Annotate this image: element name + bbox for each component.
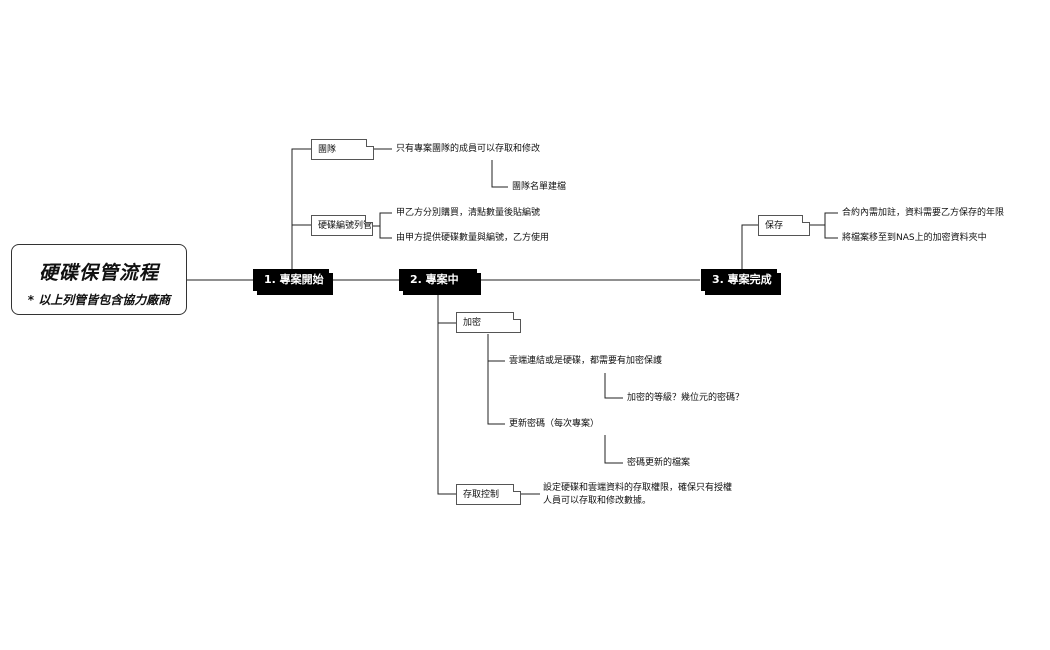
node-access-control[interactable]: 存取控制 [456,484,521,505]
disk-note-b: 由甲方提供硬碟數量與編號，乙方使用 [396,233,550,243]
encrypt-level: 加密的等級？幾位元的密碼？ [627,393,745,403]
stage-project-done[interactable]: 3. 專案完成 [701,269,781,295]
encrypt-cloud: 雲端連結或是硬碟，都需要有加密保護 [509,356,663,366]
node-encryption[interactable]: 加密 [456,312,521,333]
note-fold-icon [365,215,373,223]
node-team-label: 團隊 [318,145,337,155]
keep-note-b: 將檔案移至到NAS上的加密資料夾中 [842,233,987,243]
node-access-label: 存取控制 [463,490,500,500]
root-subtitle: * 以上列管皆包含協力廠商 [27,293,171,307]
stage-done-label: 3. 專案完成 [712,273,772,286]
note-fold-icon [513,312,521,320]
stage-start-label: 1. 專案開始 [264,273,324,286]
team-note: 只有專案團隊的成員可以存取和修改 [396,144,541,154]
note-fold-icon [366,139,374,147]
node-disk-label: 硬碟編號列管 [318,221,373,231]
node-team[interactable]: 團隊 [311,139,374,160]
access-line-2: 人員可以存取和修改數據。 [543,496,652,506]
stage-middle-label: 2. 專案中 [410,273,459,286]
encrypt-file: 密碼更新的檔案 [627,458,691,468]
note-fold-icon [802,215,810,223]
access-line-1: 設定硬碟和雲端資料的存取權限，確保只有授權 [543,483,733,493]
node-disk-numbering[interactable]: 硬碟編號列管 [311,215,373,236]
root-node[interactable]: 硬碟保管流程 * 以上列管皆包含協力廠商 [11,244,187,315]
node-keep-label: 保存 [765,221,784,231]
encrypt-update: 更新密碼（每次專案） [509,419,600,429]
team-roster: 團隊名單建檔 [512,182,567,192]
stage-project-start[interactable]: 1. 專案開始 [253,269,333,295]
stage-project-middle[interactable]: 2. 專案中 [399,269,481,295]
root-title: 硬碟保管流程 [38,262,159,284]
node-keep[interactable]: 保存 [758,215,810,236]
disk-note-a: 甲乙方分別購買，清點數量後貼編號 [396,208,541,218]
note-fold-icon [513,484,521,492]
keep-note-a: 合約內需加註，資料需要乙方保存的年限 [842,208,1005,218]
node-encryption-label: 加密 [463,318,482,328]
